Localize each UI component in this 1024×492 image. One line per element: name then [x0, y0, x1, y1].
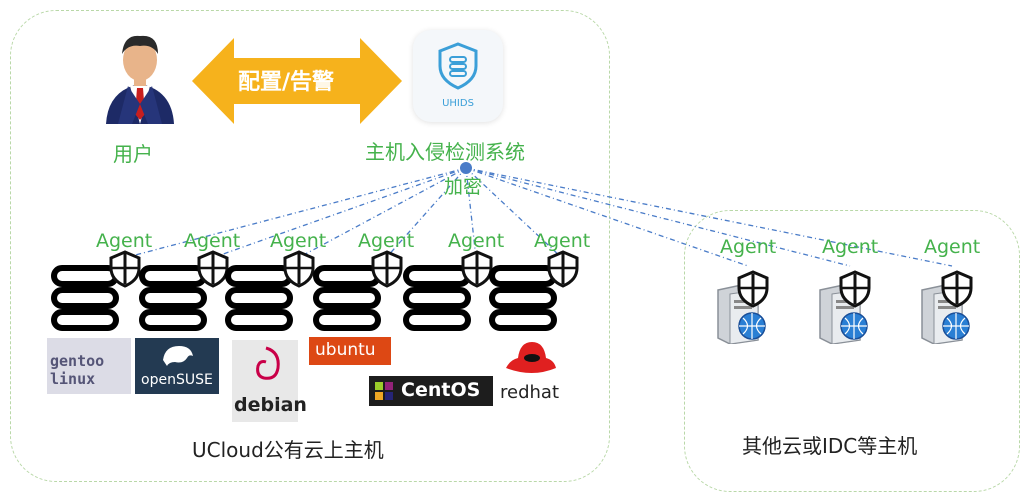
ucloud-link-1 — [211, 167, 467, 259]
redhat-logo: redhat — [496, 338, 564, 408]
agent-label: Agent — [184, 230, 241, 252]
redhat-text: redhat — [500, 382, 560, 403]
centos-text: CentOS — [401, 379, 481, 401]
other-link-0 — [465, 167, 749, 267]
agent-shield-icon — [547, 250, 579, 288]
ucloud-link-3 — [385, 167, 467, 259]
agent-label: Agent — [448, 230, 505, 252]
chameleon-icon — [163, 346, 193, 366]
agent-label: Agent — [96, 230, 153, 252]
user-icon — [106, 35, 174, 124]
centos-logo: CentOS — [369, 376, 493, 406]
ubuntu-text: ubuntu — [315, 340, 376, 360]
agent-shield-icon — [197, 250, 229, 288]
uhids-shield-icon — [438, 42, 478, 90]
arrow-label: 配置/告警 — [238, 70, 335, 95]
agent-label: Agent — [822, 236, 879, 258]
agent-label: Agent — [358, 230, 415, 252]
web-server-icon — [819, 283, 868, 344]
gentoo-text: gentoo linux — [50, 352, 105, 388]
centos-mark-icon — [375, 382, 393, 400]
gentoo-logo: gentoo linux — [47, 338, 131, 394]
red-hat-icon — [506, 342, 556, 373]
agent-label: Agent — [720, 236, 777, 258]
debian-text: debian — [234, 394, 307, 416]
agent-shield-icon — [737, 270, 769, 308]
other-link-1 — [465, 167, 851, 267]
ubuntu-logo: ubuntu — [309, 337, 391, 365]
debian-logo: debian — [232, 340, 307, 422]
agent-shield-icon — [371, 250, 403, 288]
ucloud-link-5 — [465, 167, 563, 259]
double-arrow-icon — [192, 38, 402, 124]
debian-swirl-icon — [256, 346, 280, 380]
agent-shield-icon — [283, 250, 315, 288]
connection-lines — [123, 162, 953, 267]
uhids-label: 主机入侵检测系统 — [365, 140, 525, 164]
uhids-logo-text: UHIDS — [442, 98, 474, 109]
uhids-logo: UHIDS — [413, 30, 503, 122]
ucloud-link-2 — [297, 167, 467, 259]
opensuse-text: openSUSE — [141, 372, 213, 388]
user-label: 用户 — [113, 142, 153, 166]
agent-label: Agent — [924, 236, 981, 258]
encrypt-label: 加密 — [444, 176, 483, 198]
agent-shield-icon — [839, 270, 871, 308]
ucloud-region-title: UCloud公有云上主机 — [192, 438, 384, 462]
opensuse-logo: openSUSE — [135, 338, 219, 394]
agent-shield-icon — [941, 270, 973, 308]
agent-label: Agent — [270, 230, 327, 252]
ucloud-link-0 — [123, 167, 467, 259]
ucloud-link-4 — [465, 167, 477, 259]
agent-label: Agent — [534, 230, 591, 252]
other-region-title: 其他云或IDC等主机 — [742, 434, 918, 458]
agent-shield-icon — [109, 250, 141, 288]
